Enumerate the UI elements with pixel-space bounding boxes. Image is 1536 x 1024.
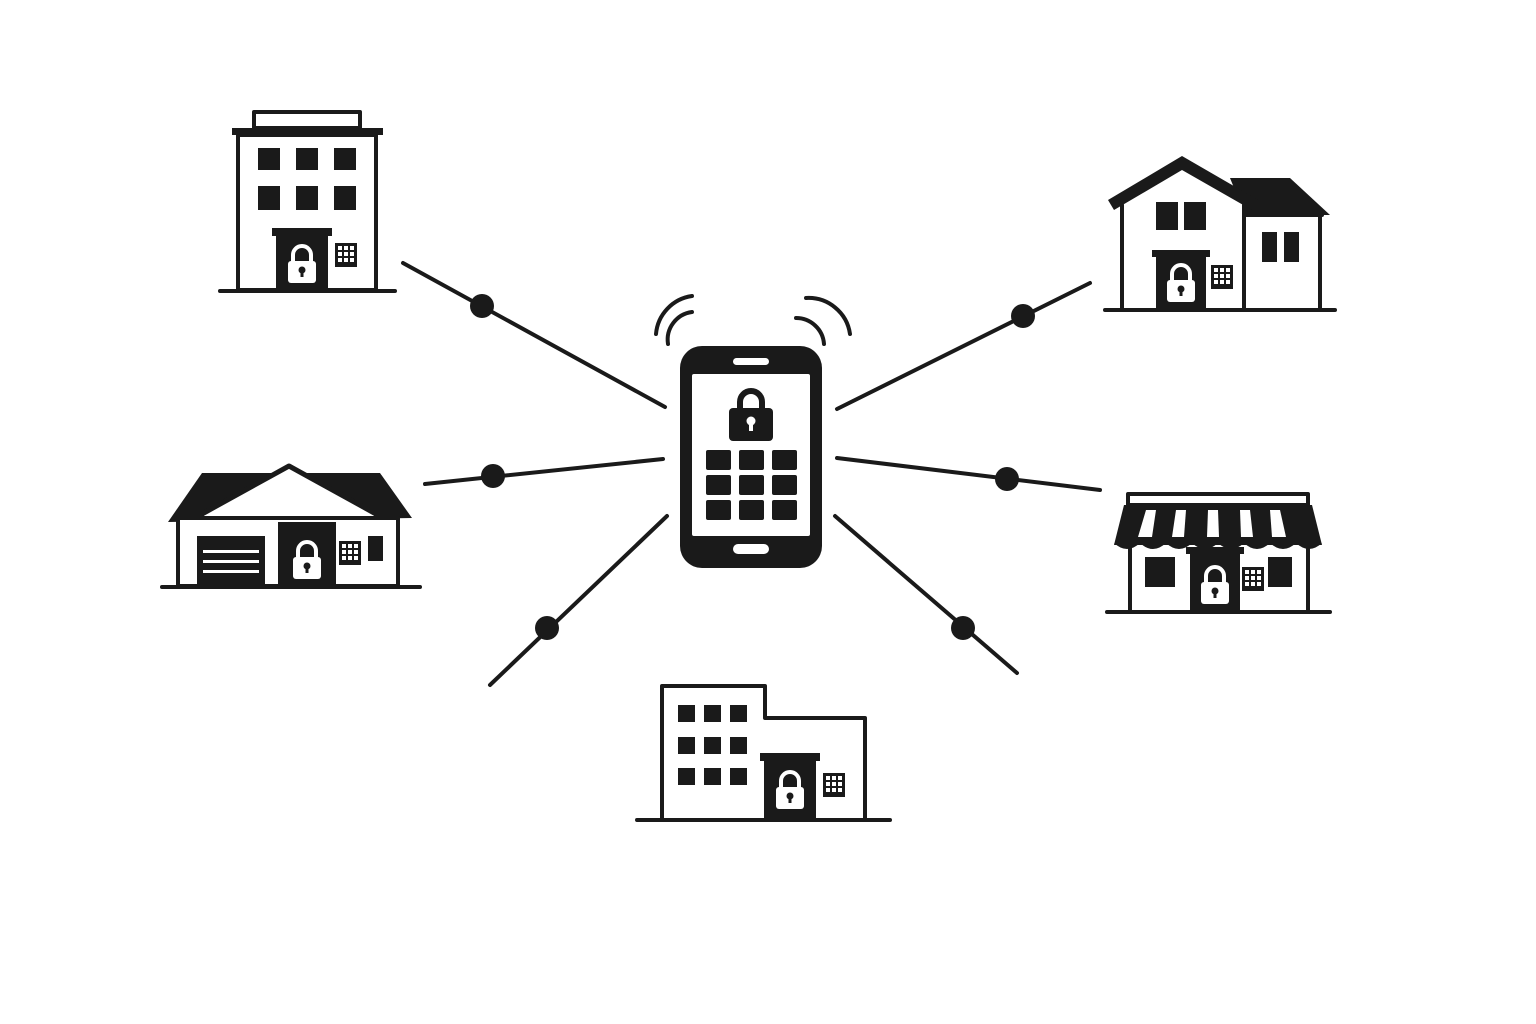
connector-node-dot <box>535 616 559 640</box>
connector-node-dot <box>951 616 975 640</box>
connector-node-dot <box>470 294 494 318</box>
phone-keypad-grid <box>706 450 797 520</box>
connector-lower-right <box>833 514 1019 675</box>
house-with-garage-lock-icon <box>160 463 422 589</box>
connector-storefront <box>835 456 1102 492</box>
connector-node-dot <box>481 464 505 488</box>
connector-node-dot <box>1011 304 1035 328</box>
office-building-lock-icon <box>635 684 892 822</box>
two-story-house-lock-icon <box>1103 156 1337 312</box>
connector-apartment <box>401 261 667 409</box>
connector-garage-house <box>423 457 665 488</box>
connector-two-story-house <box>835 281 1092 411</box>
connector-lines <box>401 261 1102 687</box>
apartment-building-lock-icon <box>218 110 397 293</box>
connector-node-dot <box>995 467 1019 491</box>
connector-lower-left <box>488 514 669 687</box>
smartphone-lock-keypad-icon <box>654 294 852 568</box>
storefront-lock-icon <box>1105 492 1332 614</box>
signal-waves-icon <box>654 294 852 346</box>
